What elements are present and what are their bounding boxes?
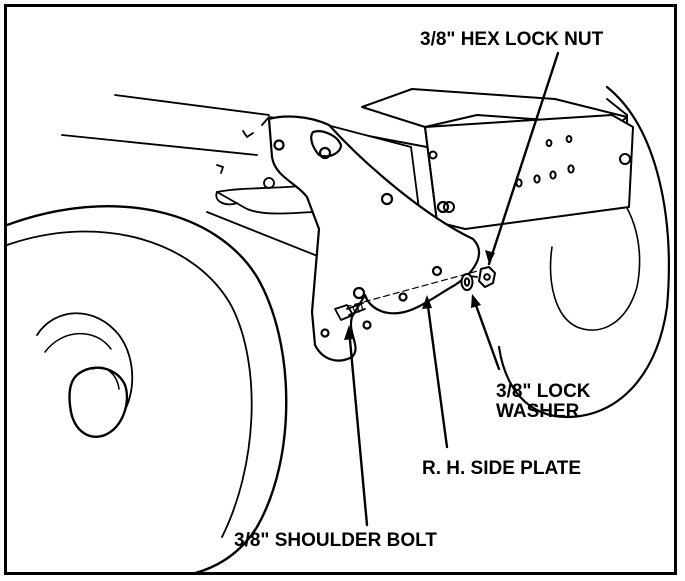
shoulder-bolt-label: 3/8" SHOULDER BOLT [234, 530, 437, 551]
hex-lock-nut-label: 3/8" HEX LOCK NUT [420, 29, 604, 50]
lock-washer-label-line-1: 3/8" LOCK [496, 381, 591, 402]
assembly-illustration [7, 51, 670, 572]
arrowhead-hex-lock-nut [485, 250, 495, 264]
leader-shoulder-bolt [347, 327, 369, 527]
arrowhead-side-plate [422, 295, 432, 309]
right-wheel [497, 85, 670, 419]
left-wheel [7, 205, 288, 572]
lock-washer-label: 3/8" LOCK WASHER [496, 382, 591, 422]
alignment-dashed-line [344, 268, 486, 308]
diagram-frame: 3/8" HEX LOCK NUT 3/8" LOCK WASHER R. H.… [4, 4, 677, 575]
leader-hex-lock-nut [487, 51, 560, 266]
leader-arrowheads [344, 250, 495, 340]
leader-side-plate [425, 297, 449, 449]
side-plate-label: R. H. SIDE PLATE [422, 458, 582, 479]
frame-housing [361, 88, 634, 230]
shoulder-bolt [334, 302, 366, 321]
hex-lock-nut [478, 266, 496, 288]
leader-lock-washer [471, 295, 501, 371]
arrowhead-shoulder-bolt [344, 325, 354, 340]
lock-washer-label-line-2: WASHER [496, 401, 580, 422]
leader-lines [347, 51, 560, 527]
arrowhead-lock-washer [471, 294, 481, 308]
lock-washer [460, 273, 474, 291]
